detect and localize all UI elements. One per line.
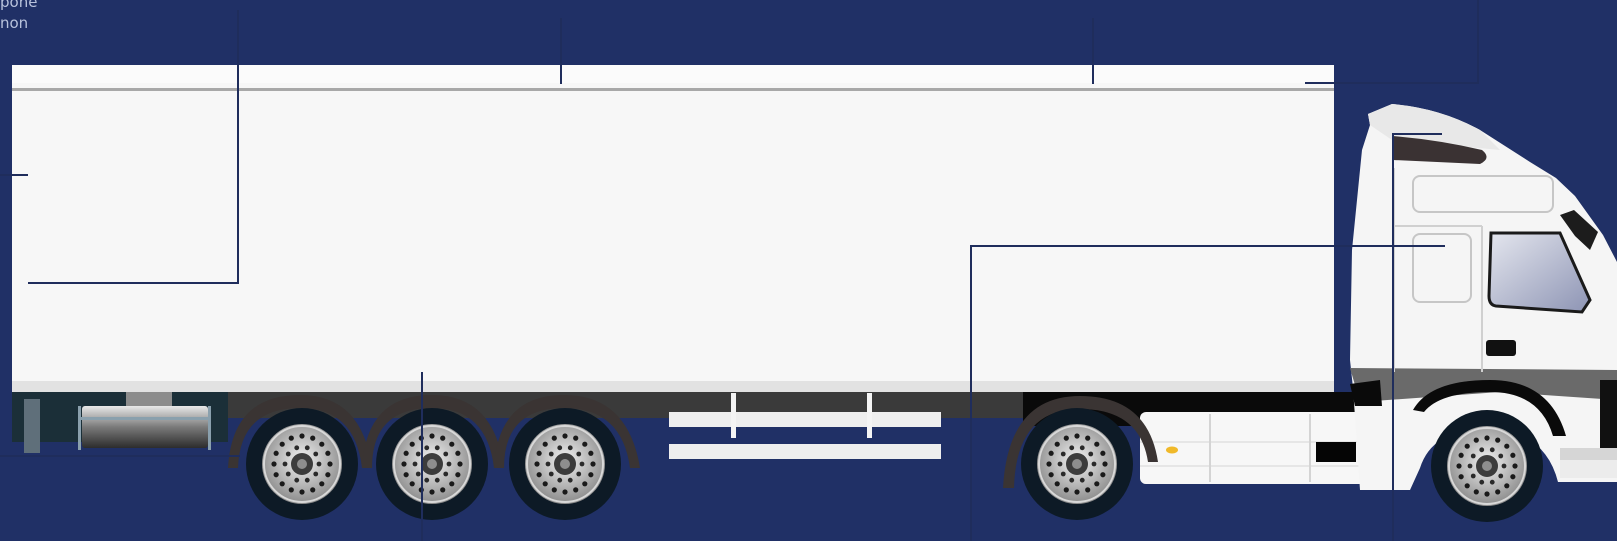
wheel-icon — [1021, 408, 1133, 520]
wheel-icon — [246, 408, 358, 520]
door-handle — [1486, 340, 1516, 356]
tool-box — [82, 406, 208, 448]
wheel-icon — [1431, 410, 1543, 522]
trailer-box — [12, 65, 1334, 392]
wheel-icon — [376, 408, 488, 520]
side-marker-light — [1166, 447, 1178, 454]
wheel-icon — [509, 408, 621, 520]
